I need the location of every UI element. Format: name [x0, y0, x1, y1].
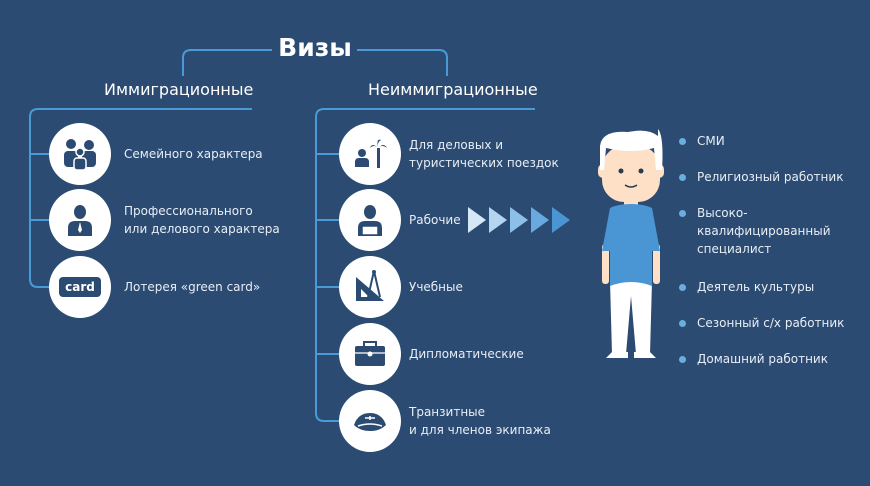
arrows-to-worker	[466, 205, 576, 235]
card-icon-text: card	[59, 277, 101, 297]
worker-type: Сезонный с/х работник	[697, 316, 845, 330]
person-illustration	[598, 129, 664, 358]
worker-type: СМИ	[697, 134, 725, 148]
worker-type: Религиозный работник	[697, 170, 844, 184]
bullet-icon	[679, 210, 686, 217]
nonimmigrant-header: Неиммиграционные	[368, 80, 538, 99]
pilot-cap-icon	[339, 390, 401, 452]
nonimmigrant-item-label: Транзитные и для членов экипажа	[409, 405, 551, 437]
worker-type: Деятель культуры	[697, 280, 815, 294]
page-title: Визы	[0, 33, 630, 62]
chevron-arrows-icon	[468, 207, 570, 233]
immigrant-item-label: Лотерея «green card»	[124, 280, 261, 294]
bullet-icon	[679, 284, 686, 291]
nonimmigrant-item-label: Рабочие	[409, 213, 461, 227]
card-icon: card	[49, 256, 111, 318]
immigrant-item-label: Семейного характера	[124, 147, 263, 161]
worker-type: Высоко- квалифицированный специалист	[697, 206, 831, 256]
immigrant-item-label: Профессионального или делового характера	[124, 204, 280, 236]
nonimmigrant-item-label: Для деловых и туристических поездок	[409, 138, 559, 170]
title-text: Визы	[278, 33, 352, 62]
worker-type: Домашний работник	[697, 352, 828, 366]
bullet-icon	[679, 138, 686, 145]
compass-triangle-icon	[339, 256, 401, 318]
briefcase-icon	[339, 323, 401, 385]
worker-laptop-icon	[339, 189, 401, 251]
business-travel-icon	[339, 123, 401, 185]
bullet-icon	[679, 356, 686, 363]
immigrant-header: Иммиграционные	[104, 80, 254, 99]
businessman-icon	[49, 189, 111, 251]
nonimmigrant-item-label: Учебные	[409, 280, 463, 294]
nonimmigrant-item-label: Дипломатические	[409, 347, 524, 361]
bullet-icon	[679, 320, 686, 327]
family-icon	[49, 123, 111, 185]
bullet-icon	[679, 174, 686, 181]
